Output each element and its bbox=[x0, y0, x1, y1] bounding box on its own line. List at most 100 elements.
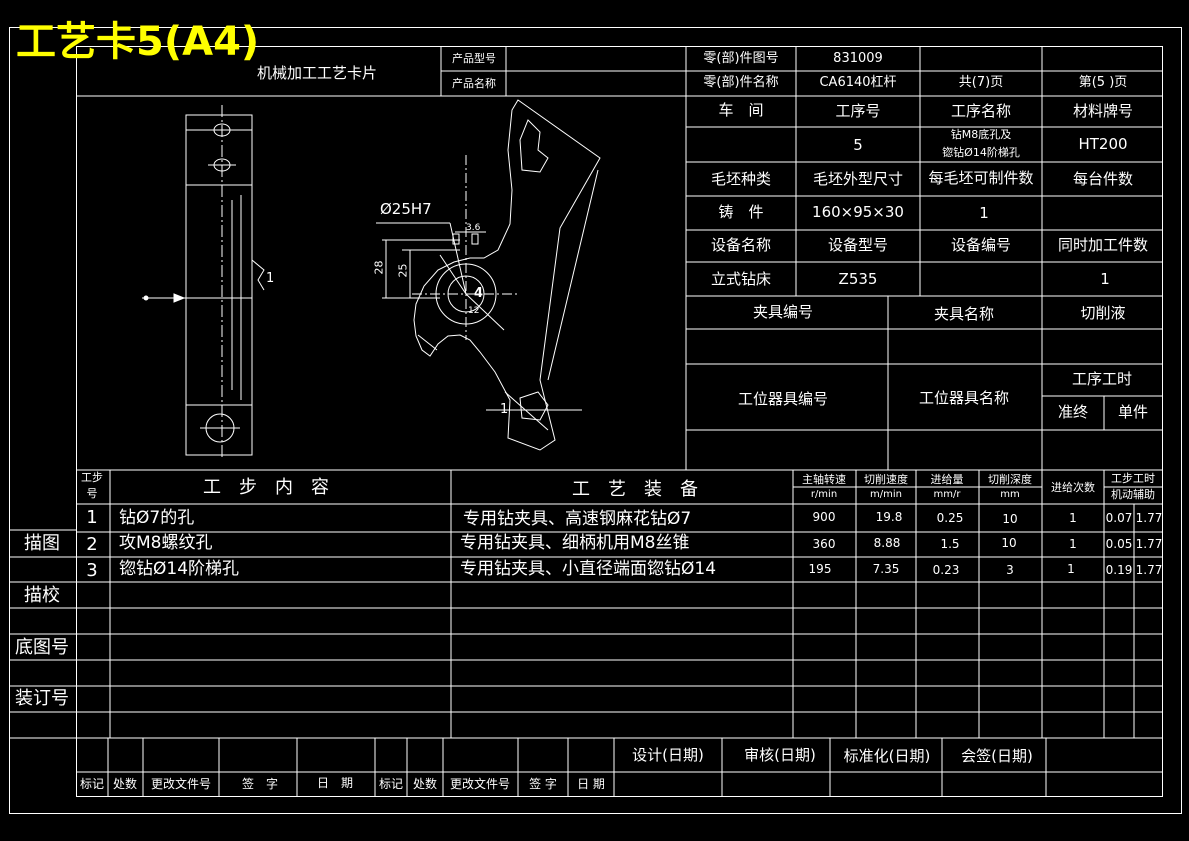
step-time-label-l1: 工步工时 bbox=[1111, 472, 1155, 485]
op-no: 5 bbox=[853, 136, 863, 154]
station-no-label: 工位器具编号 bbox=[737, 390, 829, 408]
front-view bbox=[376, 99, 601, 451]
step-content-label: 工 步 内 容 bbox=[203, 477, 329, 498]
product-name-label: 产品名称 bbox=[452, 77, 496, 90]
sheet-title: 工艺卡5(A4) bbox=[16, 19, 260, 65]
side-trace-label: 描图 bbox=[24, 533, 60, 554]
step-passes: 1 bbox=[1067, 562, 1075, 576]
part-name: CA6140杠杆 bbox=[819, 75, 897, 90]
op-name-label: 工序名称 bbox=[950, 102, 1012, 120]
simul-label: 同时加工件数 bbox=[1057, 236, 1149, 254]
step-equipment-label: 工 艺 装 备 bbox=[572, 479, 698, 500]
side-trace-check-label: 描校 bbox=[24, 585, 60, 606]
step-equipment: 专用钻夹具、细柄机用M8丝锥 bbox=[460, 533, 690, 553]
equip-name: 立式钻床 bbox=[710, 270, 772, 288]
speed-label-l2: m/min bbox=[870, 489, 902, 500]
blank-size: 160×95×30 bbox=[812, 203, 904, 221]
dim-25: 25 bbox=[396, 263, 410, 278]
footer-sign-2: 签 字 bbox=[529, 777, 557, 791]
blank-type-label: 毛坯种类 bbox=[710, 170, 772, 188]
material: HT200 bbox=[1078, 135, 1128, 153]
depth-label-l2: mm bbox=[1000, 489, 1020, 500]
footer-date-2: 日 期 bbox=[577, 777, 605, 791]
step-no: 2 bbox=[86, 534, 98, 555]
equip-model-label: 设备型号 bbox=[827, 236, 889, 254]
footer-mark: 标记 bbox=[79, 777, 105, 791]
total-pages: 共(7)页 bbox=[958, 75, 1004, 90]
passes-label: 进给次数 bbox=[1051, 481, 1095, 494]
step-feed: 0.23 bbox=[932, 563, 960, 577]
fixture-name-label: 夹具名称 bbox=[933, 305, 995, 323]
per-blank-label: 每毛坯可制件数 bbox=[928, 169, 1034, 187]
equip-name-label: 设备名称 bbox=[710, 236, 772, 254]
coolant-label: 切削液 bbox=[1080, 304, 1126, 322]
mark-1b: 1 bbox=[500, 402, 509, 417]
step-machine-time: 0.19 bbox=[1105, 563, 1133, 577]
step-aux-time: 1.77 bbox=[1135, 537, 1163, 551]
footer-place: 处数 bbox=[112, 777, 138, 791]
step-speed: 8.88 bbox=[873, 536, 901, 550]
review-label: 审核(日期) bbox=[744, 746, 816, 764]
station-name-label: 工位器具名称 bbox=[918, 389, 1010, 407]
op-time-label: 工序工时 bbox=[1071, 370, 1133, 388]
step-feed: 1.5 bbox=[940, 537, 960, 551]
step-aux-time: 1.77 bbox=[1135, 563, 1163, 577]
step-spindle: 360 bbox=[812, 537, 836, 551]
material-label: 材料牌号 bbox=[1072, 102, 1134, 120]
step-equipment: 专用钻夹具、高速钢麻花钻Ø7 bbox=[463, 509, 692, 529]
step-aux-time: 1.77 bbox=[1135, 511, 1163, 525]
step-passes: 1 bbox=[1069, 511, 1077, 525]
spindle-label-l2: r/min bbox=[810, 489, 838, 500]
feed-label-l2: mm/r bbox=[933, 489, 961, 500]
step-no-label-l2: 号 bbox=[86, 487, 98, 500]
speed-label-l1: 切削速度 bbox=[864, 473, 908, 486]
step-passes: 1 bbox=[1069, 537, 1077, 551]
blank-size-label: 毛坯外型尺寸 bbox=[812, 170, 904, 188]
step-no-label-l1: 工步 bbox=[81, 471, 103, 484]
step-equipment: 专用钻夹具、小直径端面锪钻Ø14 bbox=[460, 559, 717, 579]
footer-change-doc-2: 更改文件号 bbox=[449, 777, 511, 791]
standard-label: 标准化(日期) bbox=[843, 747, 931, 765]
mark-4: 4 bbox=[474, 286, 484, 301]
side-binding-no-label: 装订号 bbox=[15, 688, 69, 709]
step-content: 钻Ø7的孔 bbox=[119, 508, 195, 528]
step-time-label-l2: 机动辅助 bbox=[1111, 488, 1155, 501]
step-spindle: 195 bbox=[808, 562, 832, 576]
step-content: 锪钻Ø14阶梯孔 bbox=[119, 559, 240, 579]
side-base-no-label: 底图号 bbox=[15, 637, 69, 658]
op-name-line1: 钻M8底孔及 bbox=[950, 128, 1012, 141]
step-speed: 19.8 bbox=[875, 510, 903, 524]
feed-label-l1: 进给量 bbox=[930, 473, 964, 486]
part-drawing-no: 831009 bbox=[833, 51, 883, 66]
step-no: 1 bbox=[86, 507, 98, 528]
footer-place-2: 处数 bbox=[412, 777, 438, 791]
dia-label: Ø25H7 bbox=[380, 200, 432, 218]
footer-date: 日 期 bbox=[316, 776, 354, 790]
side-view bbox=[142, 105, 265, 460]
card-title: 机械加工工艺卡片 bbox=[256, 64, 378, 82]
part-name-label: 零(部)件名称 bbox=[703, 75, 779, 90]
depth-label-l1: 切削深度 bbox=[988, 473, 1032, 486]
footer-sign: 签 字 bbox=[241, 777, 279, 791]
step-depth: 10 bbox=[1001, 536, 1017, 550]
equip-model: Z535 bbox=[838, 270, 878, 288]
per-unit-label: 每台件数 bbox=[1072, 170, 1134, 188]
footer-mark-2: 标记 bbox=[378, 777, 404, 791]
unit-label: 单件 bbox=[1117, 403, 1149, 421]
step-speed: 7.35 bbox=[872, 562, 900, 576]
step-content: 攻M8螺纹孔 bbox=[119, 533, 213, 553]
design-label: 设计(日期) bbox=[632, 746, 704, 764]
mark-12: 12 bbox=[468, 306, 480, 316]
page-no: 第(5 )页 bbox=[1078, 75, 1128, 90]
per-blank: 1 bbox=[979, 204, 989, 222]
simul: 1 bbox=[1100, 270, 1110, 288]
part-drawing-no-label: 零(部)件图号 bbox=[703, 51, 779, 66]
step-no: 3 bbox=[86, 560, 98, 581]
op-name-line2: 锪钻Ø14阶梯孔 bbox=[942, 146, 1020, 159]
step-feed: 0.25 bbox=[936, 511, 964, 525]
spindle-label-l1: 主轴转速 bbox=[802, 473, 846, 486]
mark-1a: 1 bbox=[266, 271, 275, 286]
step-machine-time: 0.05 bbox=[1105, 537, 1133, 551]
